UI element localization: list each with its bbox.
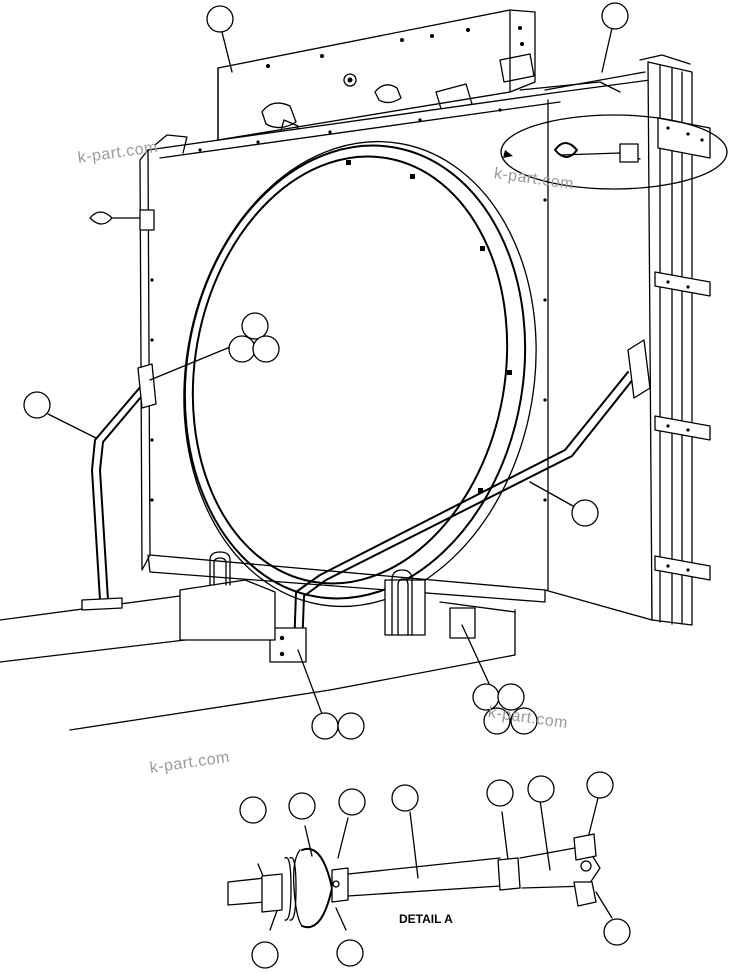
lower-mounts xyxy=(179,551,476,641)
callout-bubble xyxy=(586,771,614,799)
surge-tank xyxy=(217,9,536,141)
callout-bubble xyxy=(510,707,538,735)
callout-bubble xyxy=(486,779,514,807)
callout-bubble xyxy=(228,335,256,363)
callout-bubble xyxy=(241,312,269,340)
callout-bubble xyxy=(571,499,599,527)
callout-bubble xyxy=(338,788,366,816)
callout-bubble xyxy=(483,707,511,735)
callout-bubble xyxy=(391,784,419,812)
side-frame xyxy=(519,54,711,626)
callout-bubble xyxy=(288,792,316,820)
callout-bubble xyxy=(336,939,364,967)
reference-bubbles xyxy=(23,2,631,969)
callout-bubble xyxy=(206,5,234,33)
right-stay-rod xyxy=(269,339,651,663)
callout-bubble xyxy=(527,775,555,803)
callout-bubble xyxy=(239,796,267,824)
callout-bubble xyxy=(601,2,629,30)
callout-bubble xyxy=(252,335,280,363)
callout-bubble xyxy=(23,391,51,419)
fan-shroud xyxy=(183,140,537,608)
callout-bubble xyxy=(311,712,339,740)
callout-bubble xyxy=(603,918,631,946)
callout-bubble xyxy=(497,683,525,711)
left-fitting xyxy=(89,209,155,231)
callout-bubble xyxy=(251,941,279,969)
detail-a-callout xyxy=(500,114,728,190)
left-stay-rod xyxy=(81,363,157,611)
detail-a-assembly xyxy=(227,833,601,929)
detail-a-label: DETAIL A xyxy=(399,912,453,926)
callout-bubble xyxy=(337,712,365,740)
